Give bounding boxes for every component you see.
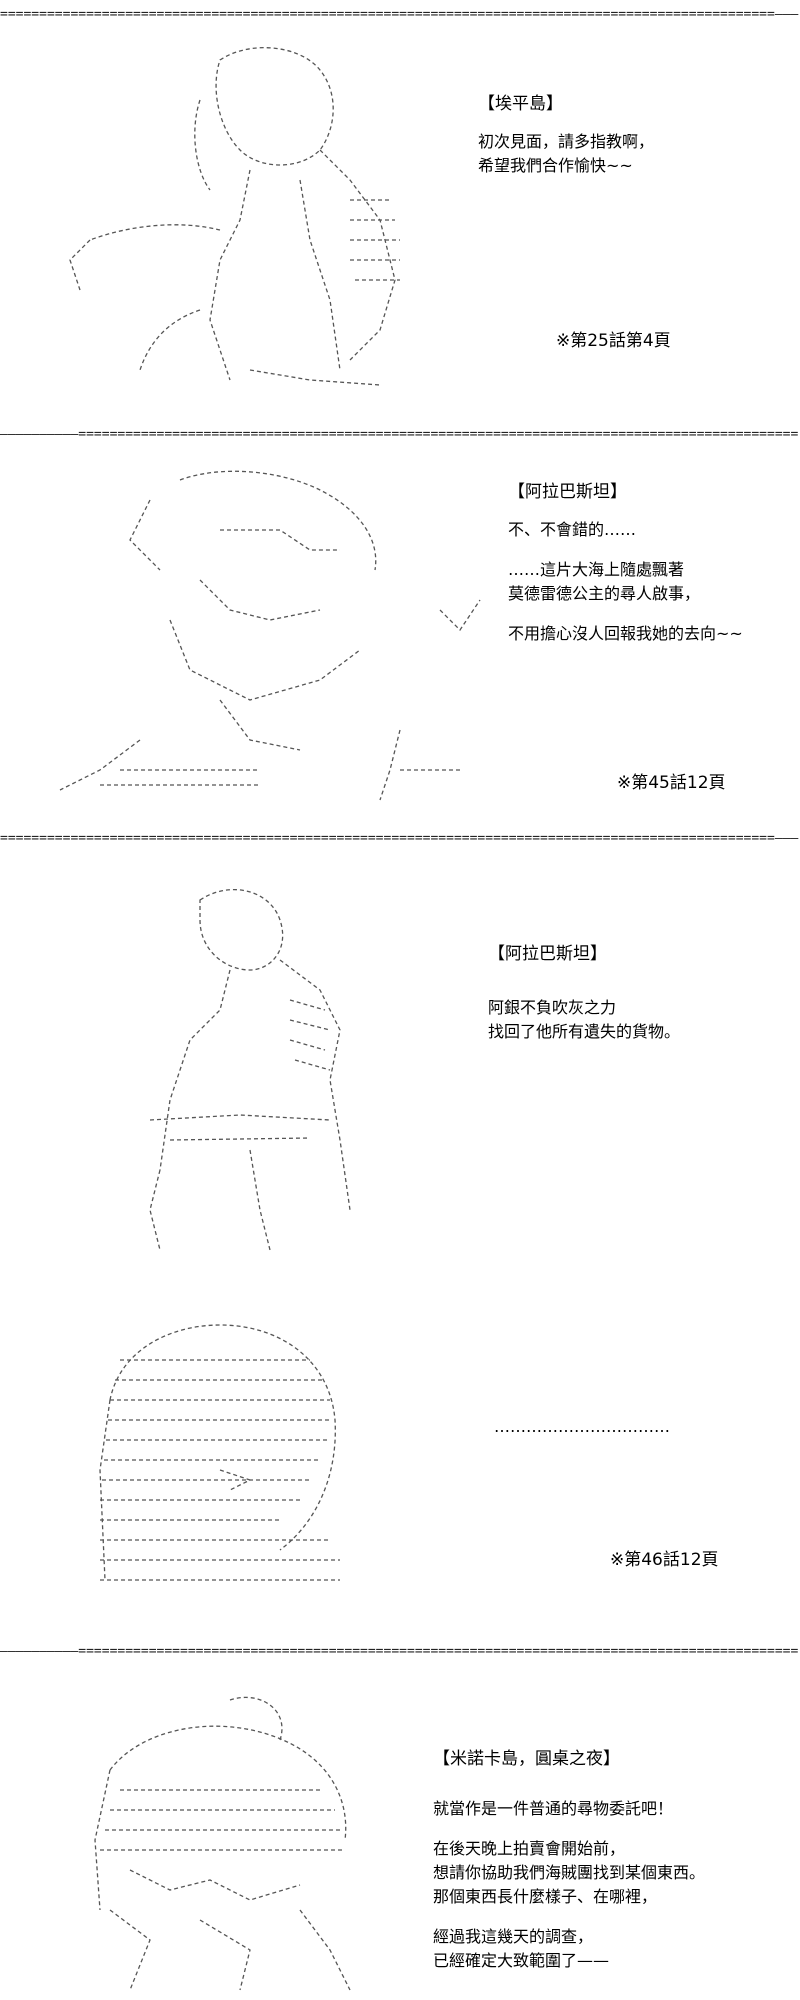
ascii-art-character-2 [20, 470, 490, 810]
panel-3-line-2: 找回了他所有遺失的貨物。 [488, 1022, 681, 1041]
panel-5-line-5: 那個東西長什麼樣子、在哪裡， [433, 1887, 658, 1906]
panel-2-text: 【阿拉巴斯坦】 不、不會錯的…… ……這片大海上隨處飄著 莫德雷德公主的尋人啟事… [508, 480, 743, 646]
ascii-art-character-3 [90, 880, 370, 1260]
ascii-art-character-1 [50, 40, 450, 410]
panel-1-text: 【埃平島】 初次見面，請多指教啊， 希望我們合作愉快~~ [478, 92, 654, 178]
panel-2-title: 【阿拉巴斯坦】 [508, 482, 627, 502]
divider-1: ========================================… [0, 8, 799, 22]
panel-5-line-3: 在後天晚上拍賣會開始前， [433, 1839, 626, 1858]
panel-2-reference: ※第45話12頁 [617, 773, 726, 793]
panel-3-line-1: 阿銀不負吹灰之力 [488, 998, 617, 1017]
panel-3-text: 【阿拉巴斯坦】 阿銀不負吹灰之力 找回了他所有遺失的貨物。 [488, 942, 680, 1044]
panel-1-line-2: 希望我們合作愉快~~ [478, 156, 633, 175]
panel-1-title: 【埃平島】 [478, 94, 563, 114]
panel-5-line-8: 已經確定大致範圍了—— [433, 1951, 610, 1970]
panel-4-reference: ※第46話12頁 [610, 1550, 719, 1570]
panel-5-line-4: 想請你協助我們海賊團找到某個東西。 [433, 1863, 706, 1882]
panel-1-line-1: 初次見面，請多指教啊， [478, 132, 655, 151]
panel-2-line-3: ……這片大海上隨處飄著 [508, 560, 685, 579]
panel-5-text: 【米諾卡島，圓桌之夜】 就當作是一件普通的尋物委託吧！ 在後天晚上拍賣會開始前，… [433, 1747, 705, 1973]
panel-5-line-1: 就當作是一件普通的尋物委託吧！ [433, 1799, 674, 1818]
ascii-art-character-5 [50, 1690, 380, 1995]
panel-5-line-7: 經過我這幾天的調查， [433, 1927, 594, 1946]
panel-2-line-1: 不、不會錯的…… [508, 520, 637, 539]
panel-3-title: 【阿拉巴斯坦】 [488, 944, 607, 964]
panel-2-line-4: 莫德雷德公主的尋人啟事， [508, 584, 701, 603]
divider-3: ========================================… [0, 832, 799, 846]
panel-4-text: …………………………… [494, 1415, 670, 1439]
divider-4: ——————————==============================… [0, 1645, 799, 1659]
panel-2-line-6: 不用擔心沒人回報我她的去向~~ [508, 624, 743, 643]
ascii-art-character-4 [80, 1320, 350, 1590]
panel-4-line-1: …………………………… [494, 1417, 670, 1436]
divider-2: ——————————==============================… [0, 428, 799, 442]
panel-1-reference: ※第25話第4頁 [556, 331, 671, 351]
panel-5-title: 【米諾卡島，圓桌之夜】 [433, 1749, 620, 1769]
